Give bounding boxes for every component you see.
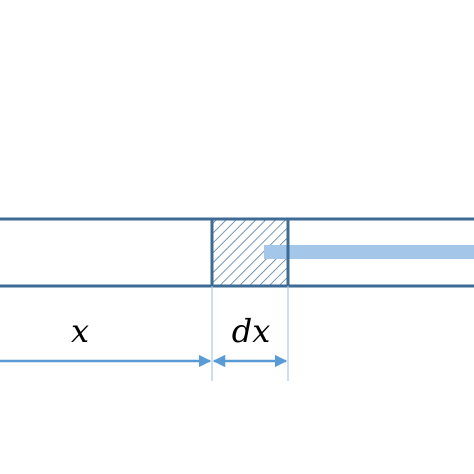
dx-label: dx [232,312,271,350]
x-label: x [71,312,89,350]
force-bar [264,245,474,259]
